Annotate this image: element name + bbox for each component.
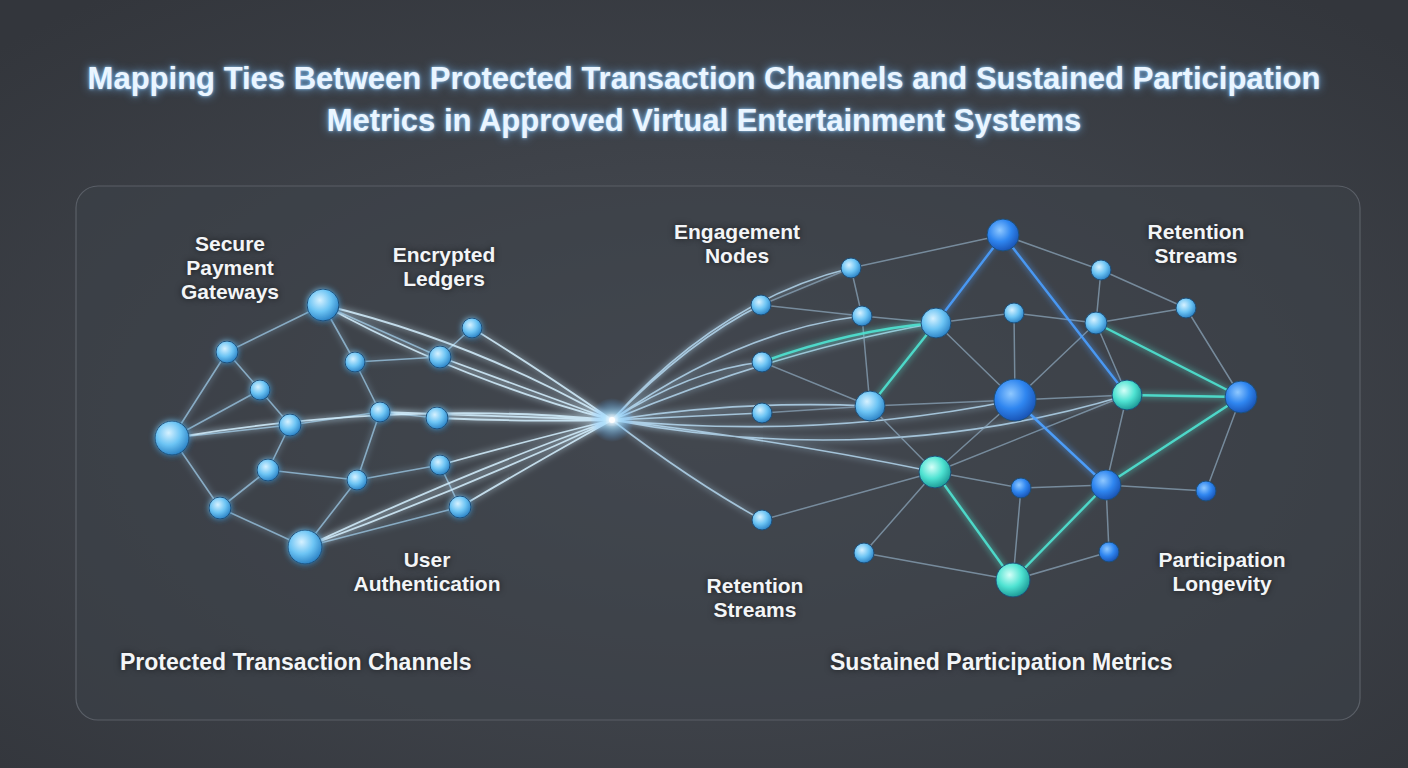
network-node (1099, 542, 1119, 562)
cluster-label: Participation Longevity (1137, 548, 1307, 596)
network-node (429, 346, 451, 368)
converging-link (172, 305, 612, 547)
group-caption: Protected Transaction Channels (120, 650, 580, 674)
network-node (752, 403, 772, 423)
network-node (279, 414, 301, 436)
network-link (172, 305, 472, 547)
network-node (854, 543, 874, 563)
network-node (209, 497, 231, 519)
network-node (288, 530, 322, 564)
cluster-label: Secure Payment Gateways (160, 232, 300, 304)
network-node (462, 318, 482, 338)
network-node (250, 380, 270, 400)
cluster-label: Retention Streams (1126, 220, 1266, 268)
network-node (921, 308, 951, 338)
platform-panel (76, 186, 1360, 720)
network-node (347, 470, 367, 490)
network-node (852, 306, 872, 326)
network-node (430, 455, 450, 475)
network-node (257, 459, 279, 481)
network-node (1196, 481, 1216, 501)
network-node (855, 391, 885, 421)
hub-point (609, 417, 615, 423)
diagram-title: Mapping Ties Between Protected Transacti… (74, 58, 1334, 142)
network-node (155, 421, 189, 455)
group-caption: Sustained Participation Metrics (830, 650, 1290, 674)
cluster-label: Encrypted Ledgers (374, 243, 514, 291)
network-node (1112, 380, 1142, 410)
network-node (841, 258, 861, 278)
cluster-label: Engagement Nodes (657, 220, 817, 268)
network-node (1091, 470, 1121, 500)
cluster-label: Retention Streams (685, 574, 825, 622)
network-node (987, 219, 1019, 251)
network-node (996, 563, 1030, 597)
network-node (1225, 381, 1257, 413)
network-node (449, 496, 471, 518)
highlight-link (936, 235, 1127, 485)
cluster-label: User Authentication (332, 548, 522, 596)
converging-link (612, 268, 1127, 520)
network-node (751, 295, 771, 315)
network-node (216, 341, 238, 363)
network-node (1004, 303, 1024, 323)
network-node (370, 402, 390, 422)
network-node (752, 352, 772, 372)
highlight-link (762, 323, 1241, 580)
network-node (1085, 312, 1107, 334)
network-node (1011, 478, 1031, 498)
hub-glow (590, 398, 634, 442)
network-link (761, 235, 1241, 580)
network-node (426, 407, 448, 429)
network-node (919, 456, 951, 488)
network-node (307, 289, 339, 321)
network-node (345, 352, 365, 372)
network-node (1091, 260, 1111, 280)
network-node (1176, 298, 1196, 318)
network-node (752, 510, 772, 530)
network-node (994, 379, 1036, 421)
